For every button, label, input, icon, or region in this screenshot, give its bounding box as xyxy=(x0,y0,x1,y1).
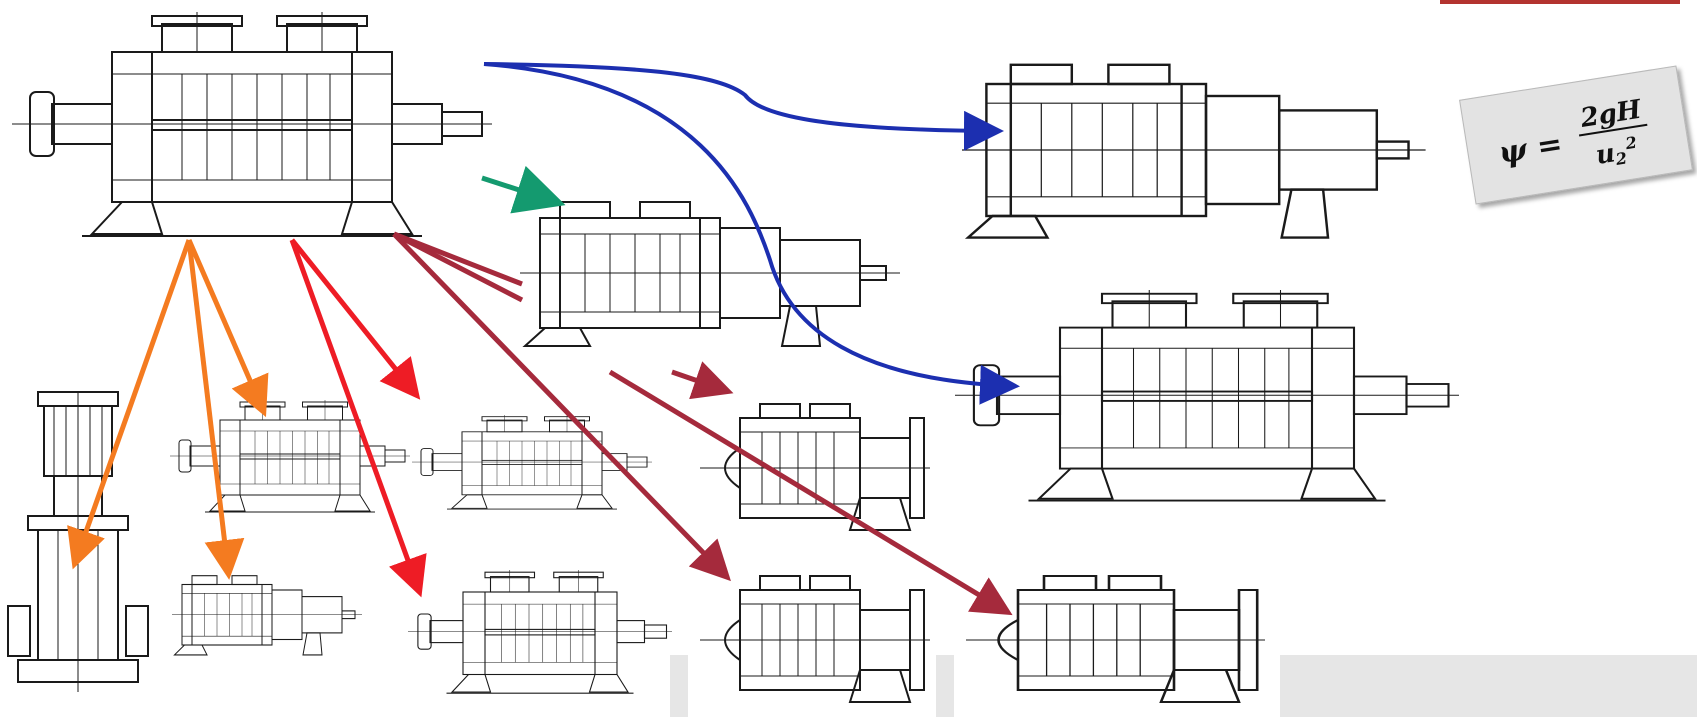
blue-arrow-to-top-right xyxy=(483,62,1004,151)
formula-text: ψ = 2gH u22 xyxy=(1493,94,1654,193)
pump-overhung-row1 xyxy=(699,403,931,531)
grey-block-left xyxy=(670,655,688,717)
pump-with-motor-center xyxy=(519,201,901,347)
maroon-arrow-fan-2 xyxy=(393,231,523,287)
maroon-arrow-to-overhung-row1 xyxy=(671,361,734,400)
pump-double-suction-row2 xyxy=(407,569,673,694)
formula-fraction: 2gH u22 xyxy=(1574,94,1655,180)
corner-accent-bar xyxy=(1440,0,1680,4)
formula-den-base: u xyxy=(1593,138,1618,171)
formula-den-sup: 2 xyxy=(1624,132,1639,154)
large-pump-right xyxy=(953,288,1461,502)
vertical-pump xyxy=(7,391,149,693)
orange-arrow-to-shaft-pump xyxy=(186,239,269,418)
formula-equals: = xyxy=(1534,126,1565,166)
grey-block-right xyxy=(1280,655,1697,717)
formula-denominator: u22 xyxy=(1580,126,1655,180)
red-arrow-to-double-suction-row2 xyxy=(289,239,427,598)
pump-end-suction-row2 xyxy=(964,574,1267,704)
maroon-arrow-to-overhung-row2 xyxy=(392,232,731,582)
pump-with-motor-row2 xyxy=(171,575,363,656)
formula-lhs: ψ xyxy=(1496,132,1530,172)
orange-arrow-to-vertical-pump xyxy=(67,239,192,570)
pump-with-shaft-row1 xyxy=(169,399,411,513)
blue-arrow-to-large-pump xyxy=(483,62,1020,405)
pump-with-motor-top-right xyxy=(960,63,1427,239)
red-arrow-to-double-suction-row1 xyxy=(290,238,421,400)
source-horizontal-pump xyxy=(11,11,493,237)
grey-block-middle xyxy=(936,655,954,717)
maroon-arrow-to-end-suction-row2 xyxy=(608,369,1013,616)
pump-overhung-row2 xyxy=(699,575,931,703)
green-arrow-to-center-pump xyxy=(481,165,566,214)
orange-arrow-to-motor-pump xyxy=(186,239,245,580)
